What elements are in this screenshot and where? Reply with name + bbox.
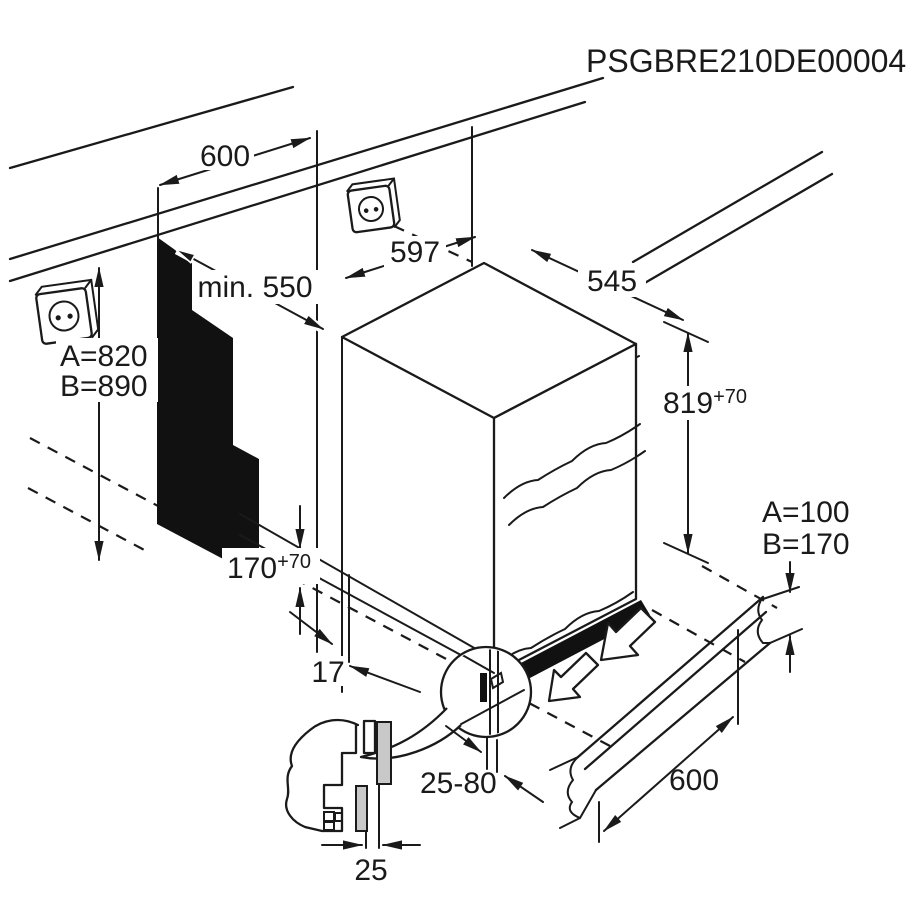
dim-niche-depth: min. 550 <box>174 246 326 333</box>
dim-plinth-recess-height: 170+70 <box>222 505 320 635</box>
niche-height-b-label: B=890 <box>60 370 148 403</box>
svg-text:819+70: 819+70 <box>663 386 747 420</box>
section-plinth-panel <box>355 785 368 832</box>
block-arrow-icon-small <box>547 651 600 703</box>
plinth-recess-height-label: 170 <box>227 552 277 585</box>
block-arrow-icon-large <box>599 606 657 662</box>
detail-circle-contents <box>449 649 525 735</box>
plinth-recess-height-tolerance: +70 <box>277 551 311 573</box>
plinth-height-b-label: B=170 <box>762 528 850 561</box>
balloon-tail <box>359 707 462 760</box>
dim-plinth-length: 600 <box>598 629 739 843</box>
wall-top-edge <box>8 85 295 170</box>
dim-appliance-width: 597 <box>345 236 476 279</box>
counter-front-top-edge <box>8 76 605 261</box>
niche-width-label: 600 <box>200 140 250 173</box>
door-panel-break-upper <box>503 423 641 499</box>
power-socket-icon-right <box>346 177 401 234</box>
door-panel-break-lower <box>508 450 646 526</box>
counter-right-top-edge <box>631 150 824 264</box>
plinth-recess-depth-label: 25-80 <box>420 767 497 800</box>
appliance <box>340 261 650 689</box>
dim-plinth-recess-depth: 25-80 <box>420 725 544 803</box>
plinth-left-break <box>566 756 597 820</box>
install-direction-arrows <box>547 606 657 703</box>
plinth-cross-section-detail <box>284 718 392 849</box>
dim-panel-gap: 25 <box>321 840 421 887</box>
appliance-bottom-extensions <box>239 513 495 674</box>
counter-right-bottom-edge <box>641 172 834 286</box>
side-clearance-label: 17 <box>311 656 344 689</box>
plinth-height-a-label: A=100 <box>762 496 850 529</box>
dim-niche-height: A=820 B=890 <box>56 267 158 561</box>
dim-plinth-height: A=100 B=170 <box>762 496 850 673</box>
appliance-depth-label: 545 <box>587 265 637 298</box>
power-socket-icon-left <box>34 278 100 345</box>
plinth-alignment-dashed <box>511 565 778 747</box>
dim-appliance-depth: 545 <box>531 249 684 321</box>
section-white-bar <box>362 719 377 755</box>
appliance-height-label: 819 <box>663 387 713 420</box>
plinth-length-label: 600 <box>669 764 719 797</box>
section-door-panel <box>376 721 392 785</box>
niche-height-a-label: A=820 <box>60 340 148 373</box>
appliance-width-label: 597 <box>390 236 440 269</box>
appliance-front-face <box>492 342 638 675</box>
dim-niche-width: 600 <box>159 137 311 186</box>
detail-balloon <box>359 645 533 773</box>
dim-side-clearance: 17 <box>289 611 421 693</box>
panel-gap-label: 25 <box>354 854 387 887</box>
section-blob <box>284 718 360 833</box>
appliance-height-tolerance: +70 <box>713 386 747 408</box>
drawing-title: PSGBRE210DE00004 <box>586 43 906 79</box>
door-bottom-edge <box>496 591 634 667</box>
dim-appliance-height: 819+70 <box>658 321 752 564</box>
svg-text:170+70: 170+70 <box>227 551 311 585</box>
plinth-recess-shadow <box>500 600 650 689</box>
niche-depth-label: min. 550 <box>197 271 312 304</box>
counter-front-bottom-edge <box>8 100 587 283</box>
plinth-right-break <box>756 596 771 644</box>
